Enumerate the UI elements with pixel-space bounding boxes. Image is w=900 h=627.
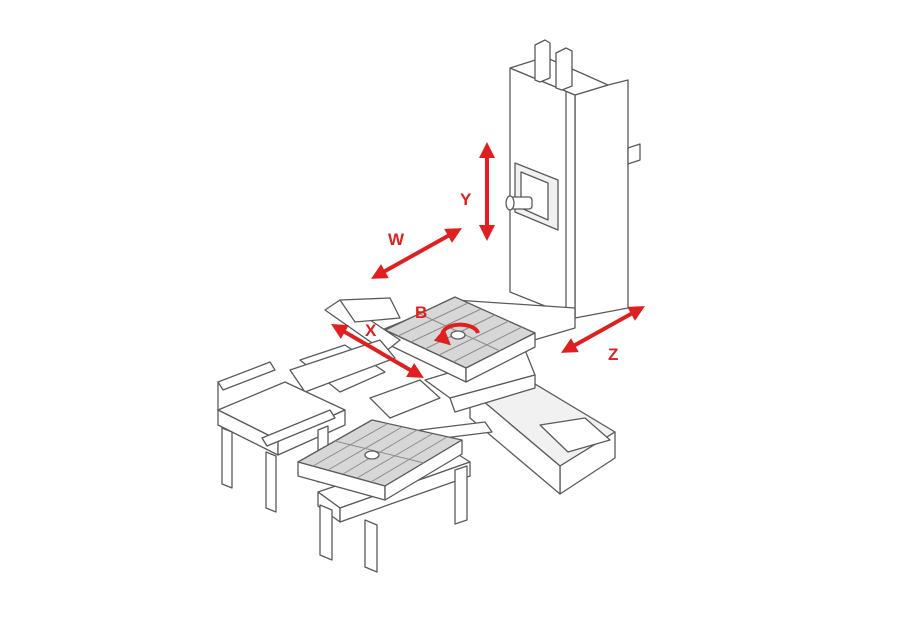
machine-bed [469, 374, 616, 495]
left-pallet-stand [217, 361, 346, 513]
z-axis-label: Z [608, 345, 618, 364]
axis-arrows [331, 142, 645, 379]
w-axis-label: W [388, 230, 405, 249]
b-axis-label: B [415, 303, 427, 322]
b-axis-rotation-arrow [433, 322, 480, 346]
z-axis-arrow [561, 306, 645, 353]
w-axis-arrow [371, 228, 462, 279]
x-axis-label: X [365, 321, 377, 340]
spindle-head [505, 162, 559, 231]
y-axis-label: Y [460, 190, 472, 209]
x-axis-arrow [331, 323, 424, 379]
front-pallet [297, 419, 463, 501]
